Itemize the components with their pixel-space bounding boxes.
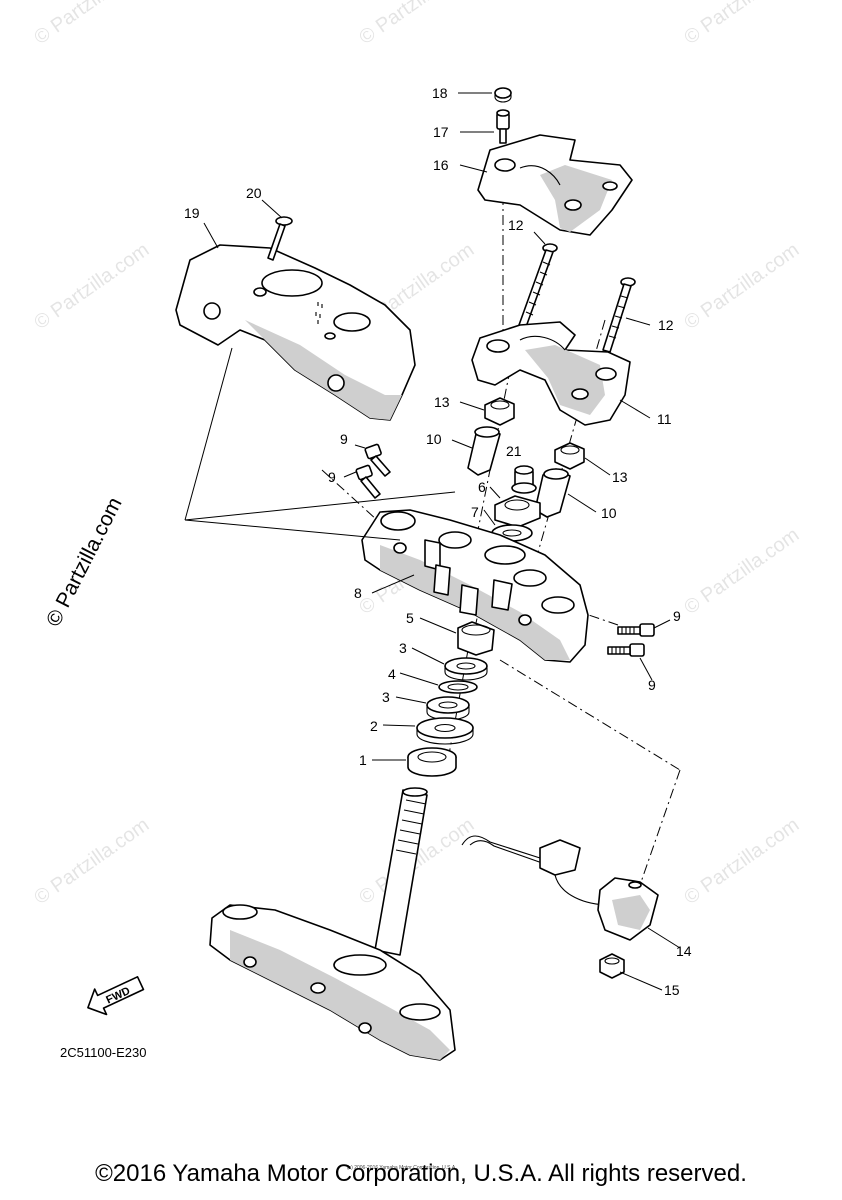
- callout-3: 3: [382, 689, 390, 705]
- callout-2: 2: [370, 718, 378, 734]
- callout-5: 5: [406, 610, 414, 626]
- cover-mount-lines: [184, 347, 456, 541]
- part-3-ring-nut-upper: [444, 657, 488, 681]
- part-9-bolt-right-upper: [617, 623, 655, 637]
- callout-12: 12: [508, 217, 524, 233]
- callout-9: 9: [340, 431, 348, 447]
- callout-18: 18: [432, 85, 448, 101]
- watermark: © Partzilla.com: [680, 524, 803, 619]
- callout-9: 9: [673, 608, 681, 624]
- part-code: 2C51100-E230: [60, 1045, 147, 1060]
- callout-10: 10: [601, 505, 617, 521]
- callout-15: 15: [664, 982, 680, 998]
- callout-19: 19: [184, 205, 200, 221]
- side-watermark: © Partzilla.com: [42, 494, 127, 631]
- part-2-bearing-cover: [416, 717, 474, 745]
- callout-4: 4: [388, 666, 396, 682]
- callout-21: 21: [506, 443, 522, 459]
- watermark: © Partzilla.com: [680, 0, 803, 49]
- callout-11: 11: [657, 411, 672, 427]
- watermark: © Partzilla.com: [30, 0, 153, 49]
- watermark: © Partzilla.com: [355, 0, 478, 49]
- callout-8: 8: [354, 585, 362, 601]
- leader-lines: [203, 92, 681, 991]
- callout-17: 17: [433, 124, 449, 140]
- part-15-nut: [599, 953, 625, 979]
- watermark: © Partzilla.com: [680, 814, 803, 909]
- watermark: © Partzilla.com: [30, 814, 153, 909]
- watermark: © Partzilla.com: [680, 239, 803, 334]
- part-14-wire-holder: [461, 835, 659, 941]
- part-12-bolt-left: [518, 243, 558, 328]
- callout-14: 14: [676, 943, 692, 959]
- callout-10: 10: [426, 431, 442, 447]
- callouts: 18 17 16 12 12 11 13 10 21 13 6 10 7 9 9…: [184, 85, 692, 998]
- part-5-collar: [457, 621, 495, 656]
- part-11-lower-holder: [471, 321, 631, 426]
- part-19-cover: [175, 244, 416, 421]
- part-13-nut-left: [484, 397, 515, 426]
- part-8-upper-bracket: [361, 509, 589, 663]
- part-10-bush-left: [467, 426, 501, 476]
- part-1-bearing: [407, 747, 457, 777]
- part-12-bolt-right: [602, 277, 636, 353]
- callout-3: 3: [399, 640, 407, 656]
- fine-print: (c) 2006-2016 Yamaha Motor Corporation, …: [347, 1165, 457, 1171]
- callout-7: 7: [471, 504, 479, 520]
- part-9-bolt-lower-left: [355, 464, 381, 499]
- fwd-label: FWD: [104, 985, 132, 1006]
- part-4-lock-washer: [438, 680, 478, 694]
- fwd-arrow-icon: FWD: [87, 976, 145, 1016]
- copyright-notice: ©2016 Yamaha Motor Corporation, U.S.A. A…: [95, 1160, 747, 1187]
- callout-13: 13: [434, 394, 450, 410]
- part-9-bolt-right-lower: [607, 643, 645, 657]
- part-13-nut-right: [554, 442, 585, 470]
- callout-20: 20: [246, 185, 262, 201]
- callout-1: 1: [359, 752, 367, 768]
- part-10-bush-right: [534, 468, 571, 518]
- callout-12: 12: [658, 317, 674, 333]
- callout-9: 9: [328, 469, 336, 485]
- under-bracket-stem: [209, 787, 456, 1061]
- part-16-handlebar-holder: [477, 134, 633, 236]
- part-9-bolt-upper-left: [364, 443, 391, 477]
- callout-16: 16: [433, 157, 449, 173]
- callout-6: 6: [478, 479, 486, 495]
- part-21-collar: [511, 465, 537, 494]
- part-18-cap: [494, 87, 512, 103]
- watermark: © Partzilla.com: [30, 239, 153, 334]
- part-6-nut: [494, 495, 541, 528]
- callout-13: 13: [612, 469, 628, 485]
- part-3-ring-nut-lower: [426, 696, 470, 721]
- callout-9: 9: [648, 677, 656, 693]
- part-17-bolt: [496, 109, 510, 144]
- part-20-screw: [267, 216, 293, 261]
